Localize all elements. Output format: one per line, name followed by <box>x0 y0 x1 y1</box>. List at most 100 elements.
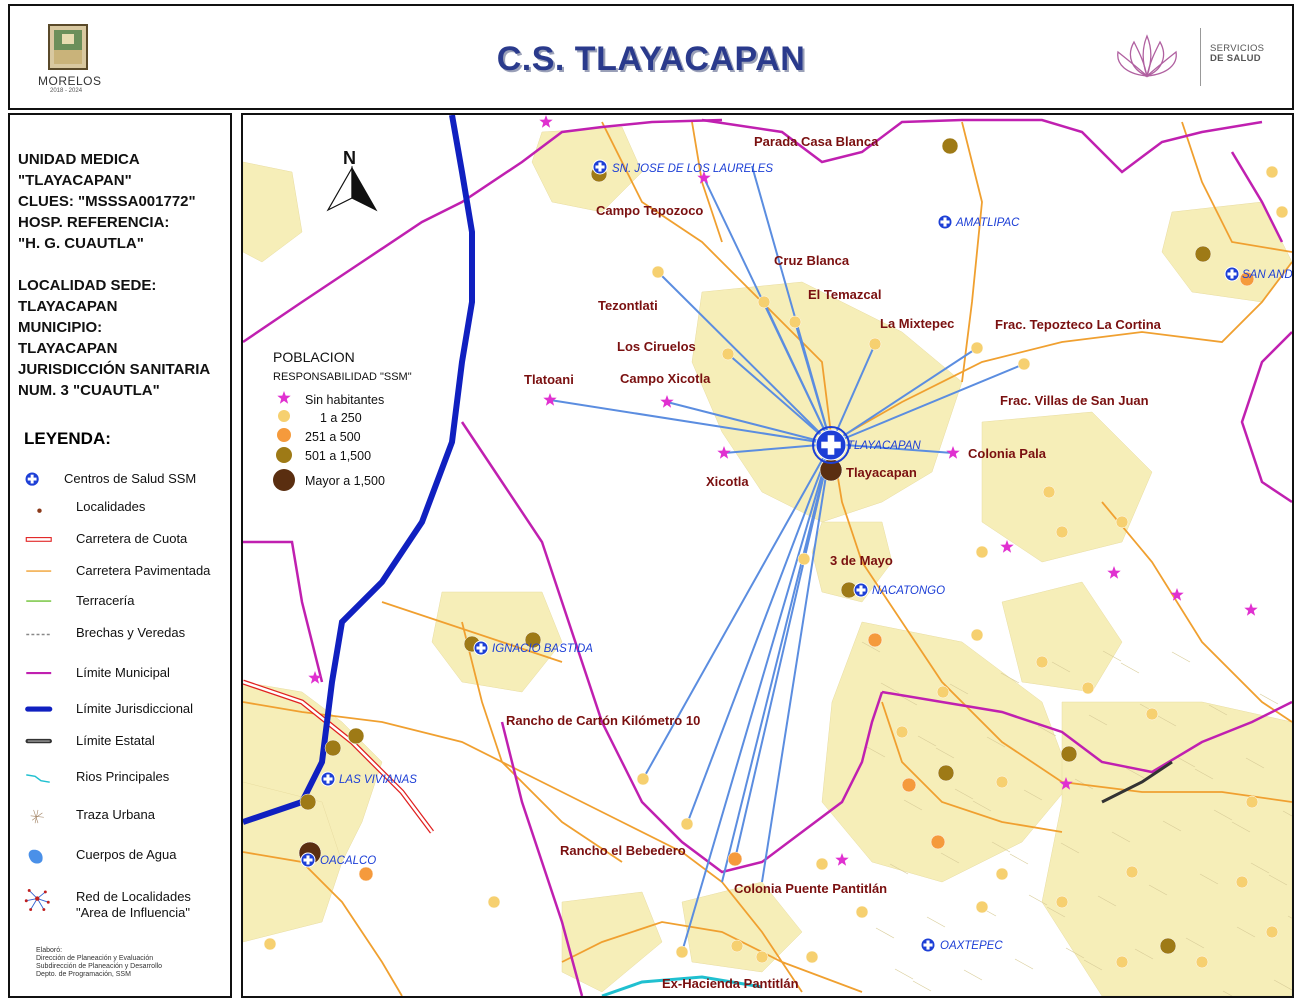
urban-street <box>972 800 992 812</box>
population-dot <box>358 866 374 882</box>
population-legend-item: Sin habitantes <box>305 393 384 407</box>
population-legend-subtitle: RESPONSABILIDAD "SSM" <box>273 371 412 383</box>
health-center-markers <box>300 159 1240 953</box>
population-legend-item: 251 a 500 <box>305 430 361 444</box>
urban-street <box>1009 853 1029 865</box>
health-center-cross-h <box>821 441 841 449</box>
influence-line <box>830 443 954 454</box>
servicios-de-salud-logo: SERVICIOS DE SALUD <box>1210 44 1264 64</box>
locality-label: Parada Casa Blanca <box>754 134 879 149</box>
population-dot <box>970 628 984 642</box>
morelos-shield-icon <box>48 24 88 70</box>
urban-street <box>1213 809 1233 821</box>
urban-areas <box>243 126 1292 996</box>
paved-road <box>381 601 563 663</box>
population-dot <box>1115 955 1129 969</box>
locality-label: Cruz Blanca <box>774 253 850 268</box>
influence-line <box>734 443 832 860</box>
boundaries <box>243 115 1292 996</box>
health-center-cross-h <box>476 646 486 650</box>
urban-street <box>1250 862 1270 874</box>
paved-road-icon <box>26 570 52 572</box>
population-dot <box>1194 245 1212 263</box>
urban-street <box>1176 756 1196 768</box>
locality-label: Tlatoani <box>524 372 574 387</box>
no-population-star <box>308 671 322 684</box>
urban-street <box>889 863 909 875</box>
urban-street <box>912 980 932 992</box>
legend-item: Límite Jurisdiccional <box>10 697 230 727</box>
info-line: LOCALIDAD SEDE: <box>18 277 157 294</box>
population-dot <box>1239 271 1255 287</box>
info-line: HOSP. REFERENCIA: <box>18 214 170 231</box>
urban-street <box>940 852 960 864</box>
population-dot <box>975 545 989 559</box>
population-dot <box>347 727 365 745</box>
health-center-icon <box>920 937 936 953</box>
municipal-boundary <box>1230 151 1284 243</box>
logo-divider <box>1200 28 1201 86</box>
urban-area <box>681 881 803 973</box>
population-dot <box>721 347 735 361</box>
urban-street <box>898 694 918 706</box>
population-dot <box>1235 875 1249 889</box>
legend-item: Carretera Pavimentada <box>10 559 230 589</box>
population-dot <box>636 772 650 786</box>
paved-road <box>1101 501 1292 723</box>
no-population-star <box>1244 603 1258 616</box>
urban-street <box>1162 820 1182 832</box>
legend-item: Límite Estatal <box>10 729 230 759</box>
population-dot <box>487 895 501 909</box>
jurisdictional-boundary <box>243 115 475 825</box>
locality-label: Rancho de Cartón Kilómetro 10 <box>506 713 700 728</box>
no-population-star <box>835 853 849 866</box>
toll-road-icon <box>25 537 52 542</box>
urban-street <box>991 841 1011 853</box>
legend-item: Brechas y Veredas <box>10 621 230 651</box>
info-line: MUNICIPIO: <box>18 319 103 336</box>
info-line <box>18 254 210 275</box>
influence-line <box>794 321 832 445</box>
population-dot <box>757 295 771 309</box>
legend-label: Brechas y Veredas <box>76 625 186 640</box>
population-dot <box>1055 895 1069 909</box>
urban-street <box>894 968 914 980</box>
population-dot <box>855 905 869 919</box>
urban-street <box>903 799 923 811</box>
health-center-icon <box>937 214 953 230</box>
population-dot <box>1125 865 1139 879</box>
info-line: TLAYACAPAN <box>18 298 118 315</box>
urban-street <box>1014 958 1034 970</box>
legend-label: Carretera Pavimentada <box>76 563 211 578</box>
no-population-star <box>1107 566 1121 579</box>
urban-area <box>1001 581 1123 693</box>
population-dot <box>797 552 811 566</box>
unit-info: UNIDAD MEDICA"TLAYACAPAN"CLUES: "MSSSA00… <box>18 149 210 401</box>
urban-street <box>1097 895 1117 907</box>
population-dot <box>1145 707 1159 721</box>
north-label: N <box>343 148 356 168</box>
population-legend-item: 1 a 250 <box>320 411 362 425</box>
population-dot <box>651 265 665 279</box>
urban-area <box>811 521 893 603</box>
trail-icon <box>26 633 52 636</box>
legend-item: Centros de Salud SSM <box>10 467 230 497</box>
population-dot <box>727 851 743 867</box>
legend-title: LEYENDA: <box>24 429 111 448</box>
urban-street <box>1120 662 1140 674</box>
urban-street <box>1222 990 1233 996</box>
legend-dot-251-500 <box>277 428 291 442</box>
paved-road <box>831 261 1292 443</box>
locality-label: El Temazcal <box>808 287 881 302</box>
urban-street <box>880 682 900 694</box>
population-dot <box>1115 515 1129 529</box>
legend-item: Terracería <box>10 589 230 619</box>
influence-line <box>686 443 832 825</box>
influence-line <box>727 353 832 445</box>
population-dot <box>675 945 689 959</box>
legend-dot-1-250 <box>278 410 290 422</box>
